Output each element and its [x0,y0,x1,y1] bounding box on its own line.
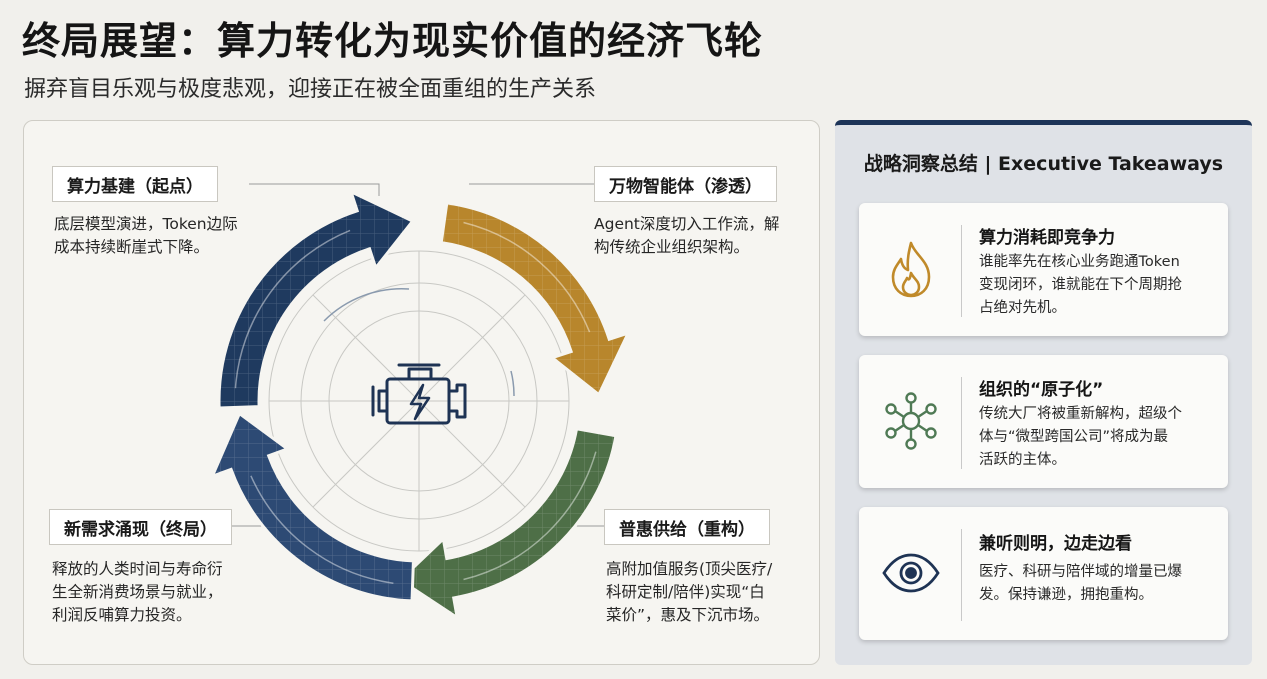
takeaways-panel: 战略洞察总结 | Executive Takeaways 算力消耗即竞争力 谁能… [835,120,1252,665]
stage-label-demand: 新需求涌现（终局） [49,509,232,545]
stage-desc-supply: 高附加值服务(顶尖医疗/ 科研定制/陪伴)实现“白 菜价”，惠及下沉市场。 [606,560,773,624]
stage-label-infrastructure: 算力基建（起点） [52,166,218,202]
arc-arrow-demand-highlight [250,475,394,584]
arc-arrow-infrastructure-highlight [234,229,351,389]
card-title: 兼听则明，边走边看 [979,534,1132,554]
arc-arrow-infrastructure-texture [219,191,413,408]
card-title: 组织的“原子化” [979,380,1104,400]
eye-icon [881,543,941,603]
stage-label-supply: 普惠供给（重构） [604,509,770,545]
engine-lightning-icon [371,363,467,425]
arc-arrow-demand-texture [212,413,414,601]
network-nodes-icon [881,391,941,451]
inner-flow-arrows [323,288,515,397]
flame-icon [881,239,941,299]
flywheel-diagram [209,183,632,621]
stage-desc-infrastructure: 底层模型演进，Token边际 成本持续断崖式下降。 [54,215,238,256]
flywheel-panel: 算力基建（起点） 底层模型演进，Token边际 成本持续断崖式下降。 万物智能体… [23,120,820,665]
takeaways-heading: 战略洞察总结 | Executive Takeaways [863,153,1224,175]
stage-desc-demand: 释放的人类时间与寿命衍 生全新消费场景与就业， 利润反哺算力投资。 [52,560,223,624]
arc-arrow-agents-highlight [463,221,591,333]
takeaway-card-compute: 算力消耗即竞争力 谁能率先在核心业务跑通Token 变现闭环，谁就能在下个周期抢… [859,203,1228,336]
takeaway-card-listen: 兼听则明，边走边看 医疗、科研与陪伴域的增量已爆 发。保持谦逊，拥抱重构。 [859,507,1228,640]
card-body: 传统大厂将被重新解构，超级个 体与“微型跨国公司”将成为最 活跃的主体。 [979,406,1182,468]
card-body: 谁能率先在核心业务跑通Token 变现闭环，谁就能在下个周期抢 占绝对先机。 [979,254,1182,316]
stage-label-agents: 万物智能体（渗透） [594,166,777,202]
stage-desc-agents: Agent深度切入工作流，解 构传统企业组织架构。 [594,215,780,256]
card-body: 医疗、科研与陪伴域的增量已爆 发。保持谦逊，拥抱重构。 [979,564,1182,603]
page-subtitle: 摒弃盲目乐观与极度悲观，迎接正在被全面重组的生产关系 [24,77,597,102]
guide-circles [268,250,570,552]
arc-arrow-supply-highlight [463,451,597,581]
arc-arrow-agents-texture [441,202,629,395]
takeaway-card-organization: 组织的“原子化” 传统大厂将被重新解构，超级个 体与“微型跨国公司”将成为最 活… [859,355,1228,488]
page-title: 终局展望：算力转化为现实价值的经济飞轮 [22,19,764,63]
arc-arrow-supply-texture [400,428,616,618]
card-title: 算力消耗即竞争力 [979,228,1115,248]
leader-lines [224,183,604,527]
